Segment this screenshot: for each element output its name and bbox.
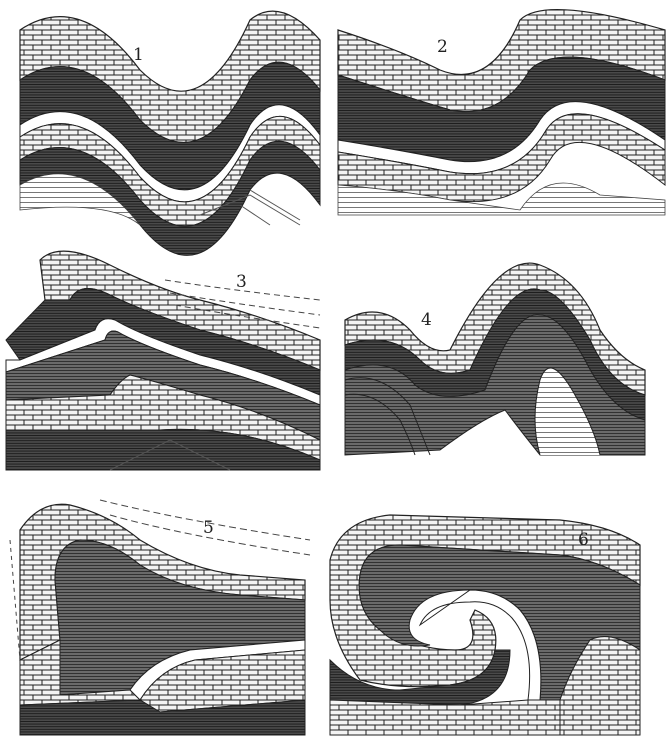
fold-panel-6: 6	[330, 515, 640, 735]
fold-panel-2: 2	[338, 10, 665, 215]
panel-label-1: 1	[133, 45, 144, 65]
fold-panel-1: 1	[20, 11, 320, 255]
panel-label-6: 6	[578, 530, 589, 550]
panel-label-5: 5	[203, 518, 214, 538]
panel-label-3: 3	[236, 272, 247, 292]
fold-panel-4: 4	[345, 263, 645, 455]
panel-label-2: 2	[437, 37, 448, 57]
panel-label-4: 4	[421, 310, 432, 330]
fold-panel-3: 3	[6, 251, 320, 470]
fold-panel-5: 5	[10, 500, 310, 735]
